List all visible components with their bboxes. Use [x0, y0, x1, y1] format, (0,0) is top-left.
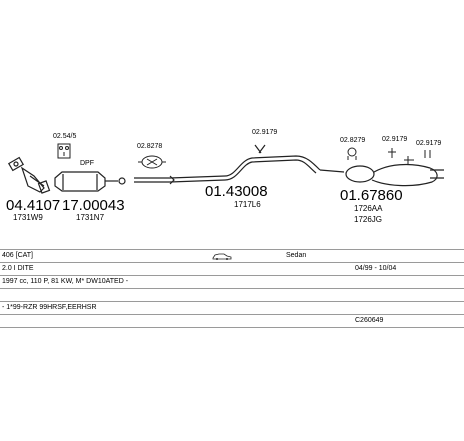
vehicle-notes: - 1*99-RZR 99HRSF,EERHSR — [2, 304, 97, 311]
vehicle-body: Sedan — [286, 252, 307, 259]
dpf-code: 17.00043 — [62, 197, 125, 214]
vehicle-info-table: 406 [CAT] Sedan 2.0 I DITE 04/99 - 10/04… — [0, 249, 464, 328]
rear-silencer-drawing — [319, 163, 444, 187]
info-row-model: 406 [CAT] Sedan — [0, 249, 464, 262]
vehicle-engine: 2.0 I DITE — [2, 265, 34, 272]
info-row-notes: - 1*99-RZR 99HRSF,EERHSR — [0, 301, 464, 314]
centre-pipe-fitting: 02.9179 — [252, 129, 277, 136]
clamp-code: 02.8278 — [137, 143, 162, 150]
centre-pipe-code: 01.43008 — [205, 183, 268, 200]
sedan-car-icon — [212, 252, 232, 265]
gasket-icon — [57, 143, 71, 159]
vehicle-spec: 1997 cc, 110 P, 81 KW, M* DW10ATED - — [2, 278, 129, 285]
intermediate-pipe-drawing — [134, 175, 175, 185]
info-row-code: C260649 — [0, 314, 464, 328]
dpf-fitting-code: 02.54/5 — [53, 133, 76, 140]
rear-fitting-3: 02.9179 — [416, 140, 441, 147]
vehicle-model: 406 [CAT] — [2, 252, 33, 259]
rear-silencer-code: 01.67860 — [340, 187, 403, 204]
dpf-tag: DPF — [80, 160, 94, 167]
exhaust-diagram: 04.4107 1731W9 02.54/5 DPF 17.00043 1731… — [6, 129, 444, 224]
front-pipe-ref: 1731W9 — [13, 213, 43, 222]
front-pipe-drawing — [7, 156, 51, 194]
info-row-blank — [0, 288, 464, 301]
centre-pipe-drawing — [169, 144, 321, 183]
rear-fittings-icons — [347, 147, 431, 164]
info-row-engine: 2.0 I DITE 04/99 - 10/04 — [0, 262, 464, 275]
clamp-icon — [138, 155, 166, 169]
dpf-ref: 1731N7 — [76, 213, 105, 222]
rear-fitting-1: 02.8279 — [340, 137, 365, 144]
rear-silencer-ref2: 1726JG — [354, 215, 382, 224]
vehicle-code: C260649 — [355, 317, 384, 324]
dpf-drawing — [54, 171, 126, 192]
front-pipe-code: 04.4107 — [6, 197, 60, 214]
info-row-spec: 1997 cc, 110 P, 81 KW, M* DW10ATED - — [0, 275, 464, 288]
rear-silencer-ref: 1726AA — [354, 204, 383, 213]
rear-fitting-2: 02.9179 — [382, 136, 407, 143]
vehicle-dates: 04/99 - 10/04 — [355, 265, 397, 272]
centre-pipe-ref: 1717L6 — [234, 200, 261, 209]
